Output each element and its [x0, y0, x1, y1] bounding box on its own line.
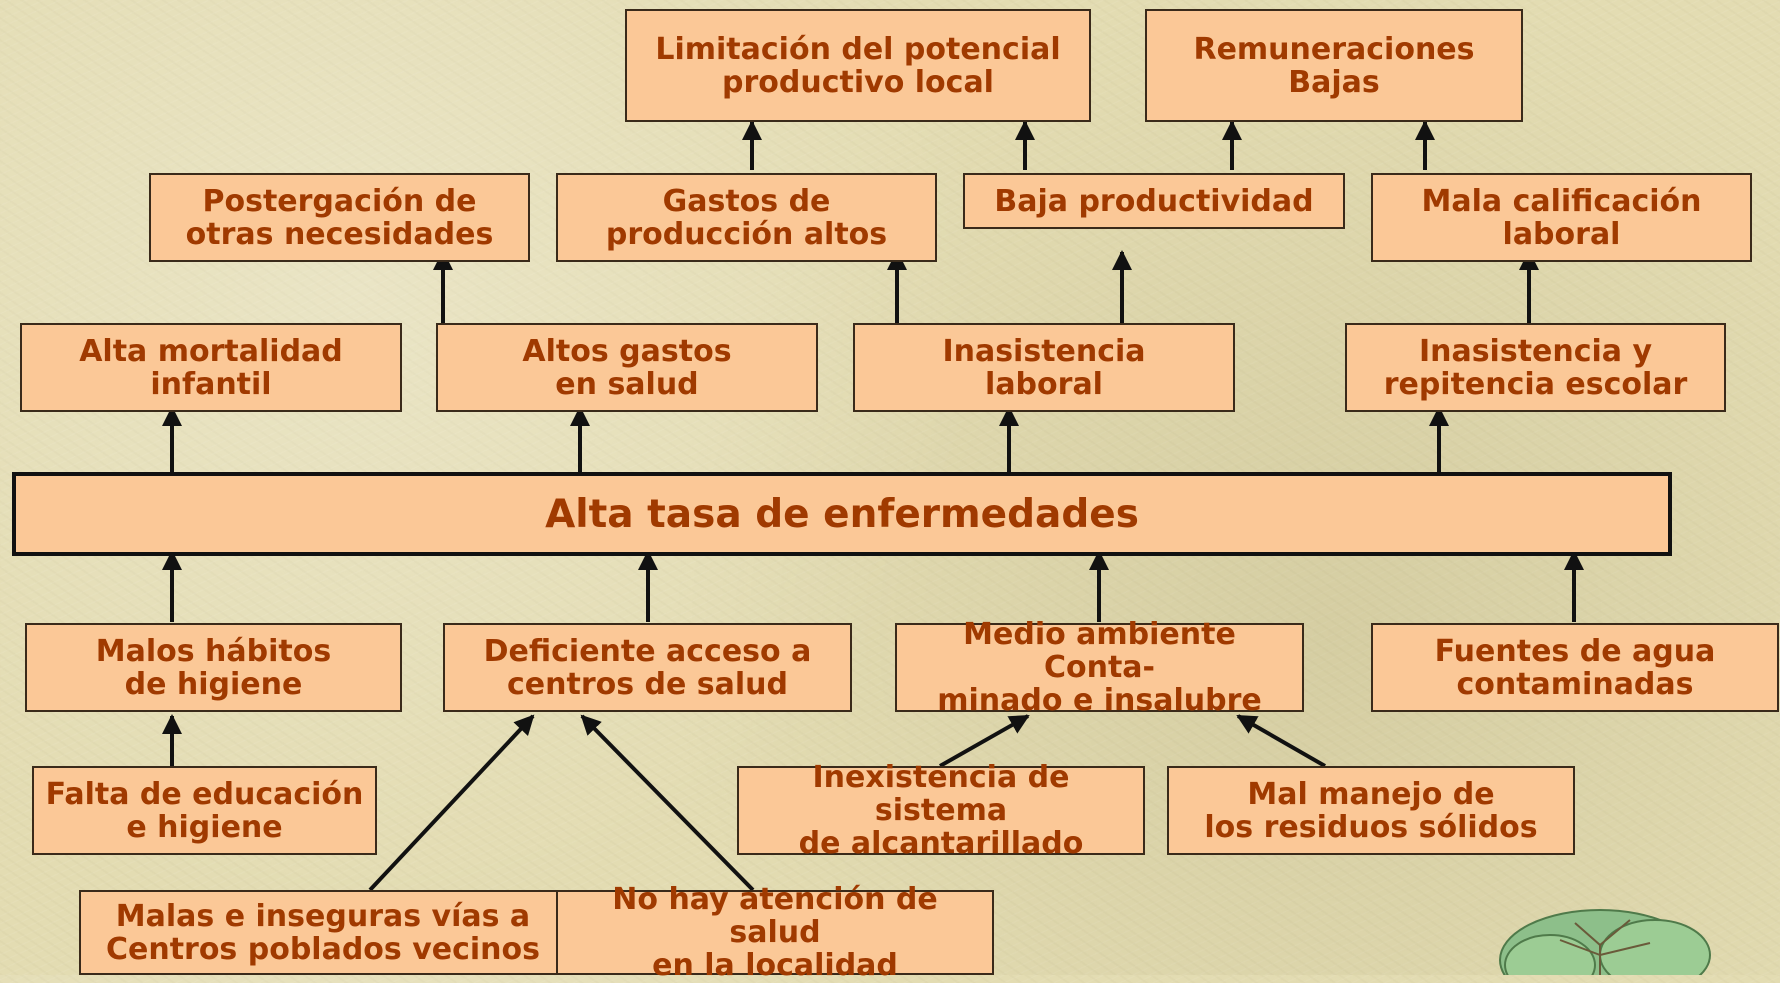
box-label: Altos gastos en salud [522, 333, 732, 402]
box-postergacion: Postergación de otras necesidades [149, 173, 530, 262]
box-label: Limitación del potencial productivo loca… [655, 31, 1061, 100]
box-label: Falta de educación e higiene [45, 776, 364, 845]
box-mal-manejo-residuos: Mal manejo de los residuos sólidos [1167, 766, 1575, 855]
box-malas-vias: Malas e inseguras vías a Centros poblado… [79, 890, 567, 975]
box-no-atencion: No hay atención de salud en la localidad [556, 883, 994, 982]
arrow [1236, 714, 1326, 768]
box-altos-gastos: Altos gastos en salud [436, 323, 818, 412]
box-fuentes-agua: Fuentes de agua contaminadas [1371, 623, 1779, 712]
box-medio-ambiente: Medio ambiente Conta- minado e insalubre [895, 618, 1304, 717]
central-problem-box: Alta tasa de enfermedades [12, 472, 1672, 556]
box-inasistencia-laboral: Inasistencia laboral [853, 323, 1235, 412]
tree-icon [1499, 909, 1711, 975]
box-label: Malas e inseguras vías a Centros poblado… [105, 898, 541, 967]
box-label: Alta mortalidad infantil [79, 333, 343, 402]
box-label: Postergación de otras necesidades [185, 183, 494, 252]
box-deficiente-acceso: Deficiente acceso a centros de salud [443, 623, 852, 712]
arrow [580, 714, 755, 892]
box-limitacion-potencial: Limitación del potencial productivo loca… [625, 9, 1091, 122]
box-inexistencia-alcantarillado: Inexistencia de sistema de alcantarillad… [737, 761, 1145, 860]
box-remuneraciones-bajas: Remuneraciones Bajas [1145, 9, 1523, 122]
box-label: Mala calificación laboral [1421, 183, 1702, 252]
box-falta-educacion: Falta de educación e higiene [32, 766, 377, 855]
box-label: Gastos de producción altos [605, 183, 888, 252]
box-gastos-produccion: Gastos de producción altos [556, 173, 937, 262]
arrow [939, 714, 1030, 768]
box-label: Remuneraciones Bajas [1193, 31, 1475, 100]
box-label: No hay atención de salud en la localidad [612, 882, 938, 983]
box-mala-calificacion: Mala calificación laboral [1371, 173, 1752, 262]
box-label: Fuentes de agua contaminadas [1434, 633, 1716, 702]
box-label: Malos hábitos de higiene [95, 633, 332, 702]
box-inasistencia-escolar: Inasistencia y repitencia escolar [1345, 323, 1726, 412]
box-label: Baja productividad [994, 183, 1314, 219]
arrow [368, 714, 535, 892]
central-problem-label: Alta tasa de enfermedades [545, 491, 1139, 537]
box-label: Medio ambiente Conta- minado e insalubre [937, 617, 1262, 718]
box-malos-habitos: Malos hábitos de higiene [25, 623, 402, 712]
box-label: Mal manejo de los residuos sólidos [1204, 776, 1538, 845]
box-alta-mortalidad: Alta mortalidad infantil [20, 323, 402, 412]
box-label: Inasistencia laboral [942, 333, 1146, 402]
box-label: Inexistencia de sistema de alcantarillad… [798, 760, 1084, 861]
box-label: Deficiente acceso a centros de salud [483, 633, 812, 702]
box-baja-productividad: Baja productividad [963, 173, 1345, 229]
box-label: Inasistencia y repitencia escolar [1383, 333, 1688, 402]
